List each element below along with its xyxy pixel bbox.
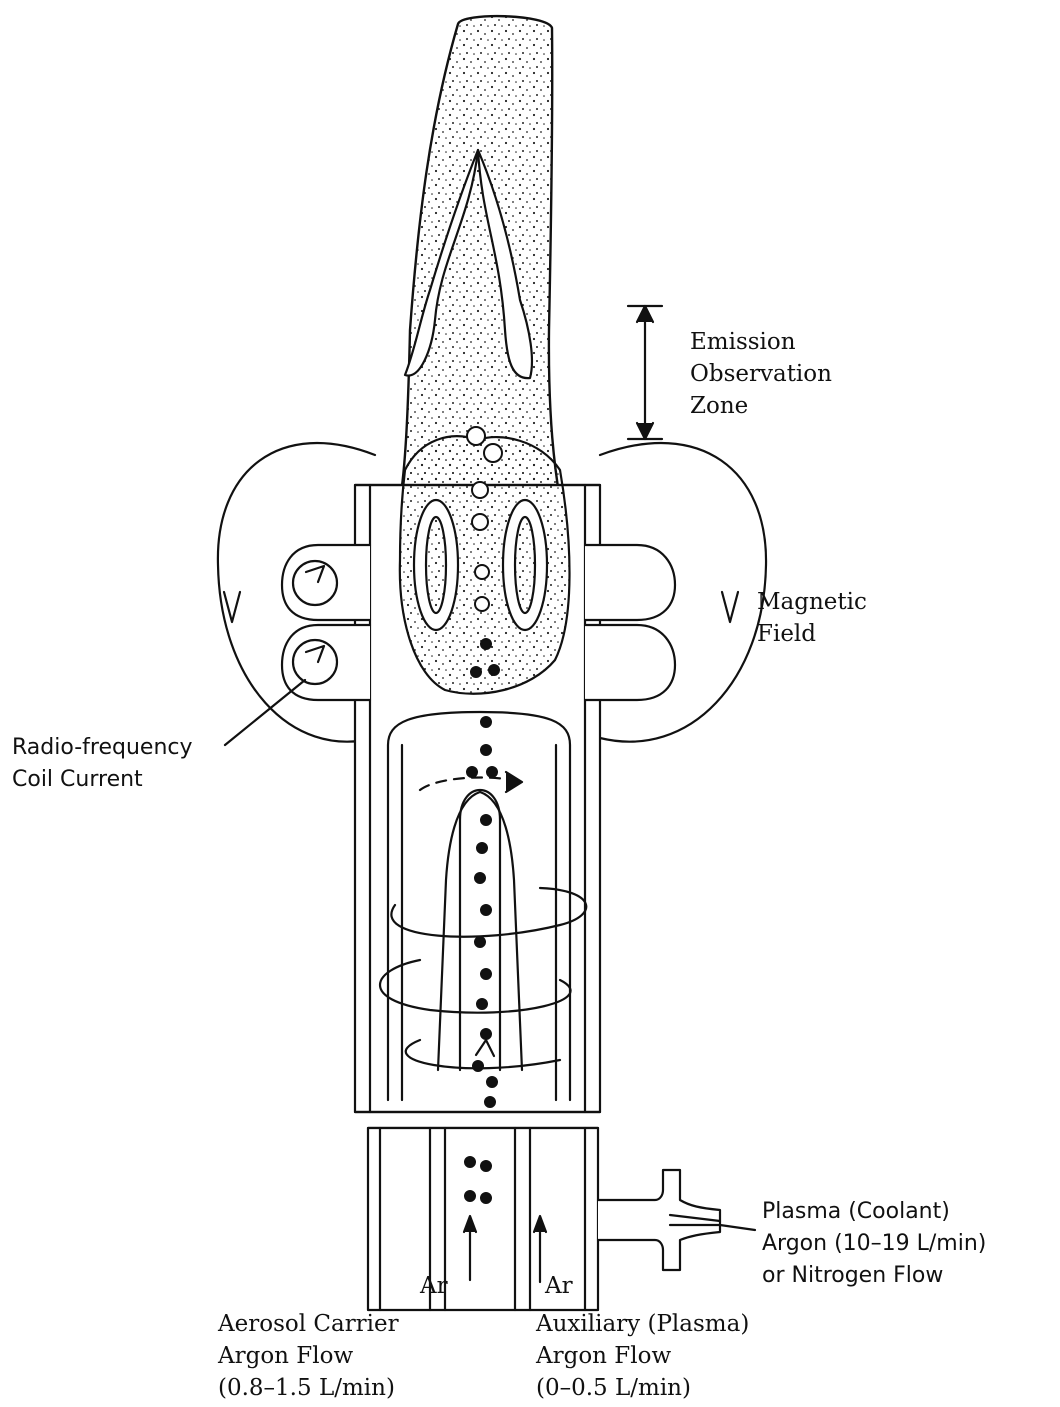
rf-coil-label-line-1: Radio-frequency	[12, 732, 193, 764]
rf-coil-label-line-2: Coil Current	[12, 764, 193, 796]
magnetic-field-right-arrow	[722, 592, 738, 622]
torus-right-inner	[515, 517, 535, 613]
rf-coil-label: Radio-frequency Coil Current	[12, 732, 193, 796]
coolant-inlet	[598, 1170, 720, 1270]
rf-coil-left-lower-wire	[293, 640, 337, 684]
plasma-leader	[720, 1225, 755, 1230]
plasma-label-line-2: Argon (10–19 L/min)	[762, 1228, 986, 1260]
argon-left-label: Ar	[420, 1270, 448, 1302]
rf-coil-leader	[225, 680, 305, 745]
magnetic-label-line-2: Field	[757, 618, 867, 650]
auxiliary-label-line-3: (0–0.5 L/min)	[536, 1372, 749, 1404]
emission-label-line-2: Observation	[690, 358, 832, 390]
aerosol-label-line-3: (0.8–1.5 L/min)	[218, 1372, 399, 1404]
argon-right-label: Ar	[545, 1270, 573, 1302]
magnetic-label-line-1: Magnetic	[757, 586, 867, 618]
plasma-flow-label: Plasma (Coolant) Argon (10–19 L/min) or …	[762, 1196, 986, 1292]
aerosol-label-line-1: Aerosol Carrier	[218, 1308, 399, 1340]
aerosol-carrier-label: Aerosol Carrier Argon Flow (0.8–1.5 L/mi…	[218, 1308, 399, 1404]
rf-coil-right-lower	[585, 625, 675, 700]
plasma-label-line-1: Plasma (Coolant)	[762, 1196, 986, 1228]
torus-left-inner	[426, 517, 446, 613]
emission-label-line-3: Zone	[690, 390, 832, 422]
magnetic-field-left-arrow	[224, 592, 240, 622]
emission-zone-label: Emission Observation Zone	[690, 326, 832, 422]
auxiliary-flow-label: Auxiliary (Plasma) Argon Flow (0–0.5 L/m…	[536, 1308, 749, 1404]
auxiliary-label-line-2: Argon Flow	[536, 1340, 749, 1372]
auxiliary-label-line-1: Auxiliary (Plasma)	[536, 1308, 749, 1340]
emission-label-line-1: Emission	[690, 326, 832, 358]
aerosol-label-line-2: Argon Flow	[218, 1340, 399, 1372]
rf-coil-left-upper-wire	[293, 561, 337, 605]
plasma-label-line-3: or Nitrogen Flow	[762, 1260, 986, 1292]
rf-coil-right-upper	[585, 545, 675, 620]
magnetic-field-label: Magnetic Field	[757, 586, 867, 650]
